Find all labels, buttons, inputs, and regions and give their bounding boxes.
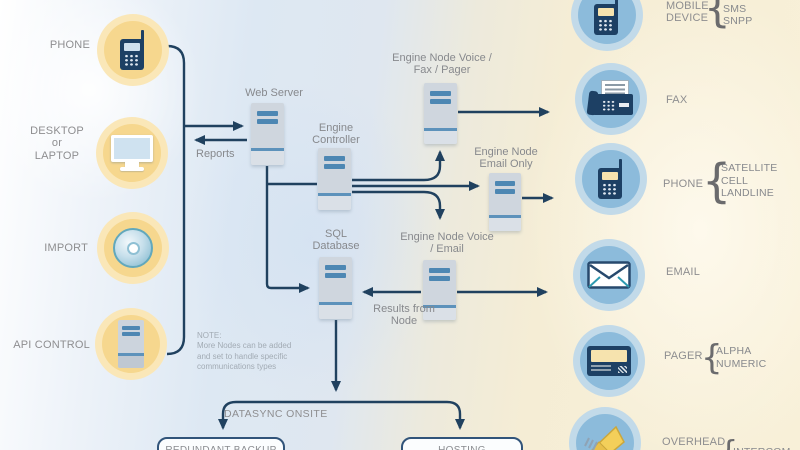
output-label-phone: PHONE: [663, 178, 704, 190]
redundant-backup-box: REDUNDANT BACKUP: [157, 437, 285, 450]
reports-label: Reports: [196, 148, 235, 160]
results-from-node-label: Results from Node: [373, 303, 435, 328]
pager-icon: [587, 346, 631, 376]
source-import-circle: [104, 219, 162, 277]
source-label-desktop: DESKTOP or LAPTOP: [30, 125, 84, 162]
output-label-overhead: OVERHEAD: [662, 436, 726, 448]
pager-options: ALPHA NUMERIC: [716, 345, 767, 370]
datasync-onsite-label: DATASYNC ONSITE: [224, 408, 328, 420]
output-label-fax: FAX: [666, 94, 688, 106]
sql-database-label: SQL Database: [312, 228, 360, 253]
node-email-only-icon: [489, 173, 521, 231]
source-label-api-control: API CONTROL: [13, 339, 90, 351]
controller-to-node-vfp: [352, 150, 445, 182]
phone-options: SATELLITE CELL LANDLINE: [721, 162, 778, 199]
mobile-phone-icon: [597, 159, 625, 199]
split-to-hosting: [336, 400, 465, 430]
hosting-box: HOSTING: [401, 437, 523, 450]
hosting-label: HOSTING: [438, 445, 486, 450]
output-fax-circle: [582, 70, 640, 128]
web-server-icon: [251, 103, 284, 165]
node-voice-fax-pager-label: Engine Node Voice / Fax / Pager: [392, 52, 492, 77]
desktop-monitor-icon: [111, 134, 153, 172]
output-phone-circle: [582, 150, 640, 208]
source-label-import: IMPORT: [44, 242, 88, 254]
source-phone-circle: [104, 21, 162, 79]
output-label-email: EMAIL: [666, 266, 701, 278]
engine-controller-label: Engine Controller: [312, 122, 360, 147]
output-label-pager: PAGER: [664, 350, 703, 362]
source-api-circle: [102, 315, 160, 373]
overhead-options: INTERCOM: [733, 446, 791, 450]
output-email-circle: [580, 246, 638, 304]
mobile-phone-icon: [119, 30, 147, 70]
web-server-label: Web Server: [245, 87, 303, 99]
mobile-options: WCTP SMS SNPP: [723, 0, 755, 27]
mobile-phone-icon: [593, 0, 621, 35]
node-email-only-label: Engine Node Email Only: [474, 146, 538, 171]
node-voice-email-label: Engine Node Voice / Email: [400, 231, 494, 256]
loudspeaker-icon: [584, 425, 625, 450]
fax-machine-icon: [586, 80, 634, 118]
envelope-icon: [587, 261, 631, 289]
note-text: NOTE: More Nodes can be added and set to…: [197, 331, 292, 372]
output-pager-circle: [580, 332, 638, 390]
server-tower-icon: [118, 320, 144, 368]
cd-disc-icon: [113, 228, 153, 268]
sql-database-icon: [319, 257, 352, 319]
node-voice-fax-pager-icon: [424, 83, 457, 144]
controller-to-node-ve: [352, 190, 445, 220]
source-desktop-circle: [103, 124, 161, 182]
redundant-backup-label: REDUNDANT BACKUP: [165, 445, 276, 450]
engine-controller-icon: [318, 148, 351, 210]
sources-bracket: [166, 44, 186, 356]
source-label-phone: PHONE: [49, 39, 90, 51]
